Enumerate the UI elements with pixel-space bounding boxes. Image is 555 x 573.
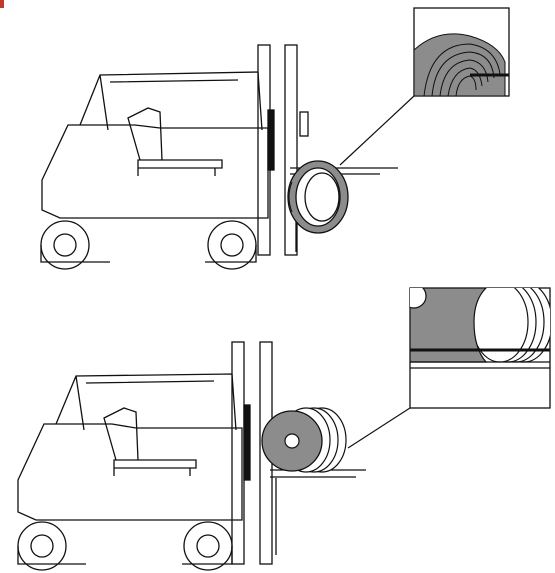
bottom-forks (270, 469, 366, 555)
bottom-coil (261, 407, 347, 473)
top-coil (287, 160, 349, 234)
top-forklift-cab (79, 71, 263, 131)
top-mast-rail-right (284, 44, 298, 256)
top-wheel-rear (40, 220, 110, 270)
bottom-wheel-front (182, 521, 233, 571)
corner-mark (0, 0, 4, 8)
top-mast-plate (267, 109, 275, 171)
top-callout-line (339, 95, 415, 166)
bottom-wheel-rear (17, 521, 86, 571)
top-forklift-seat (127, 107, 223, 176)
top-wheel-front (205, 220, 257, 270)
bottom-forklift-seat (103, 407, 197, 476)
bottom-inset (409, 287, 551, 409)
bottom-forklift (17, 341, 366, 571)
top-forklift (40, 44, 398, 270)
top-mast-bracket (299, 111, 309, 137)
bottom-forklift-cab (55, 373, 237, 431)
bottom-forklift-body (17, 423, 243, 521)
bottom-mast-plate (243, 404, 251, 481)
top-inset (413, 7, 510, 97)
bottom-callout-line (347, 407, 411, 449)
top-forklift-body (41, 124, 269, 219)
